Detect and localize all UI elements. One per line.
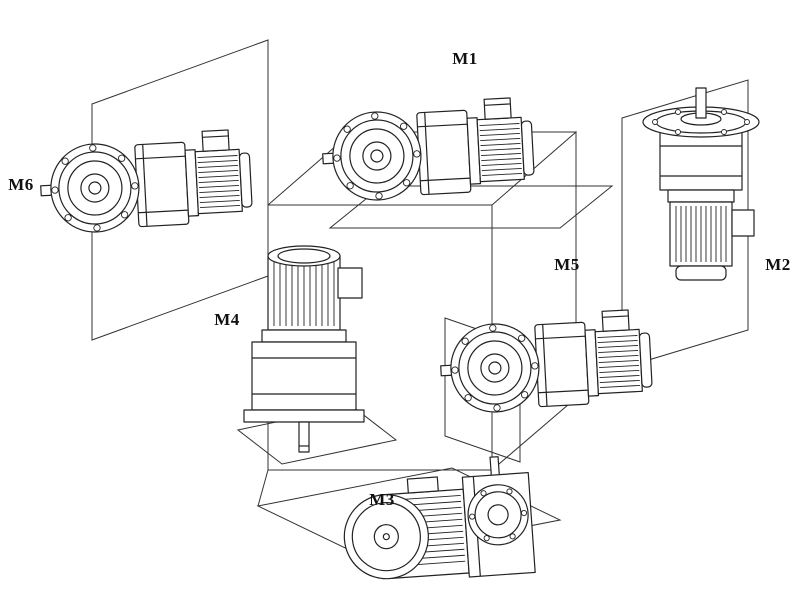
label-m6: M6 xyxy=(8,175,34,194)
gearmotor-m4 xyxy=(243,245,365,453)
gearmotor-m6 xyxy=(37,128,254,236)
label-m3: M3 xyxy=(369,490,395,509)
plane-m1 xyxy=(328,185,614,229)
gearmotor-m1 xyxy=(319,96,536,204)
label-m4: M4 xyxy=(214,310,240,329)
gearmotor-m3 xyxy=(338,454,536,587)
plane-m3 xyxy=(256,467,562,559)
gearmotor-m5 xyxy=(437,308,654,416)
label-m5: M5 xyxy=(554,255,580,274)
label-m2: M2 xyxy=(765,255,791,274)
label-m1: M1 xyxy=(452,49,478,68)
gearmotor-m2 xyxy=(642,87,760,281)
